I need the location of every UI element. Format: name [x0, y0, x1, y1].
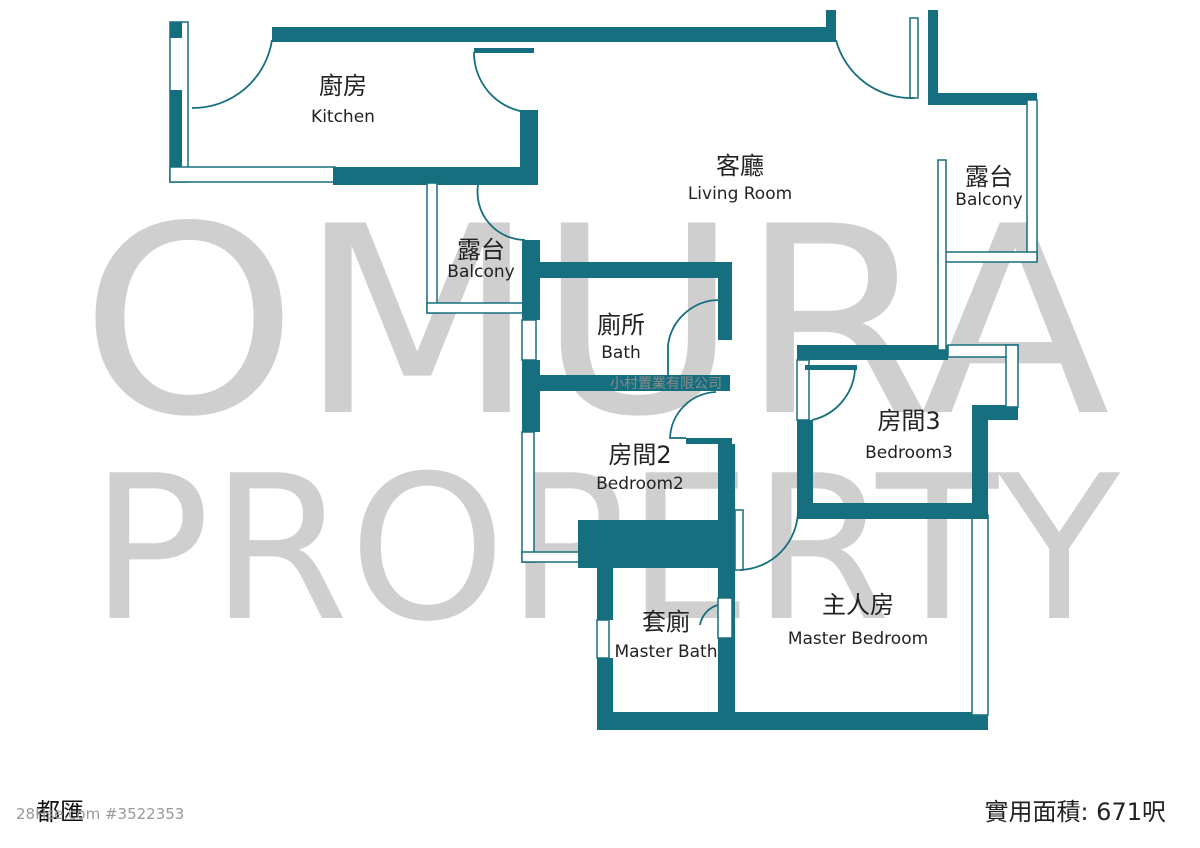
bath-label-zh: 廁所 — [597, 311, 645, 339]
balcony-left-label-en: Balcony — [447, 262, 514, 282]
kitchen-label-en: Kitchen — [311, 107, 375, 127]
bedroom2-label-en: Bedroom2 — [596, 474, 684, 494]
company-watermark: 小村置業有限公司 — [610, 376, 722, 392]
master-bath-label-en: Master Bath — [615, 642, 718, 662]
master-bedroom-label-zh: 主人房 — [822, 591, 894, 619]
master-bath-label-zh: 套廁 — [642, 608, 690, 636]
room-labels: 廚房 Kitchen 客廳 Living Room 露台 Balcony 露台 … — [311, 72, 1023, 662]
listing-ref: 28Hse.com #3522353 — [16, 805, 185, 823]
bedroom3-label-en: Bedroom3 — [865, 443, 953, 463]
kitchen-label-zh: 廚房 — [319, 72, 367, 100]
balcony-right-label-en: Balcony — [955, 190, 1022, 210]
living-label-zh: 客廳 — [716, 152, 764, 180]
living-label-en: Living Room — [688, 184, 792, 204]
balcony-right-label-zh: 露台 — [965, 163, 1013, 191]
door-arcs — [191, 39, 915, 626]
bedroom2-label-zh: 房間2 — [608, 441, 671, 469]
balcony-left-label-zh: 露台 — [457, 236, 505, 264]
saleable-area: 實用面積: 671呎 — [984, 798, 1166, 826]
estate-name: 都匯 — [36, 798, 84, 826]
bath-label-en: Bath — [601, 343, 641, 363]
walls — [169, 10, 1038, 730]
bedroom3-label-zh: 房間3 — [877, 407, 940, 435]
watermark-omura: OMURA — [80, 172, 1111, 474]
master-bedroom-label-en: Master Bedroom — [788, 629, 928, 649]
